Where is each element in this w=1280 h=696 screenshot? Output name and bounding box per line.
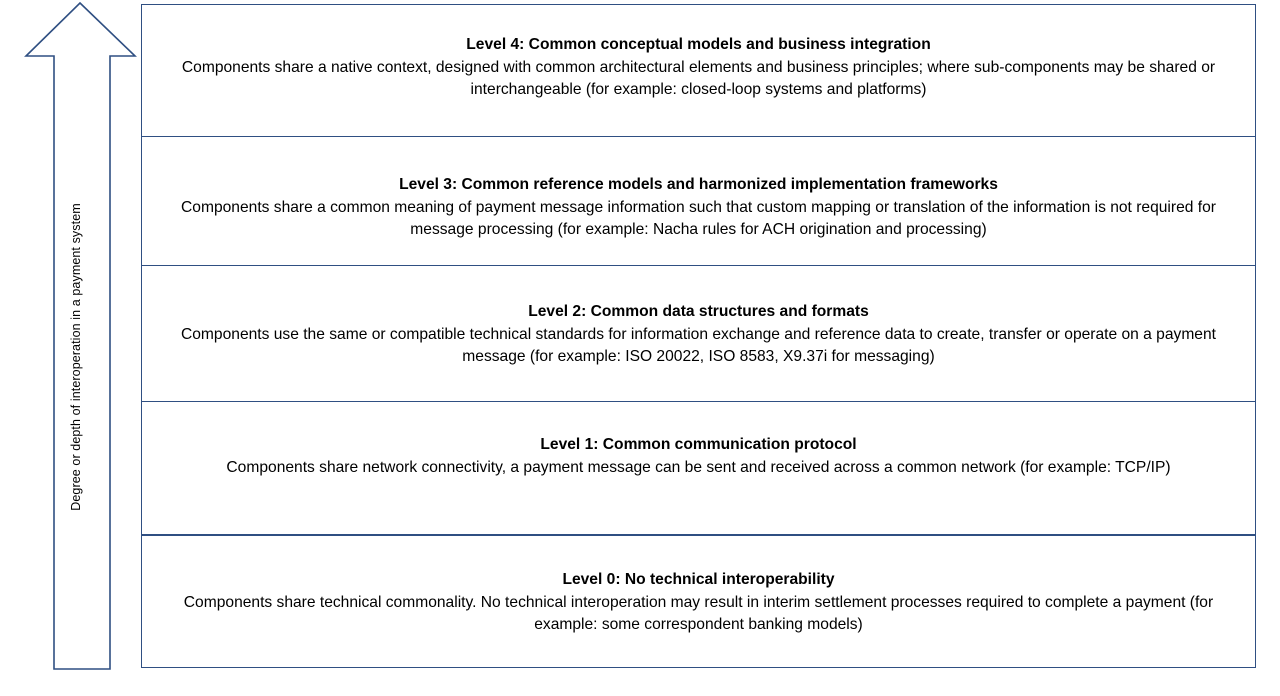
level-1-description: Components share network connectivity, a… [226,458,1171,476]
level-4-title: Level 4: Common conceptual models and bu… [466,36,931,53]
level-2-row: Level 2: Common data structures and form… [142,265,1255,401]
level-0-description: Components share technical commonality. … [183,593,1214,634]
degree-axis-label: Degree or depth of interoperation in a p… [69,203,83,511]
degree-axis-arrow-group: Degree or depth of interoperation in a p… [0,0,140,696]
level-4-description: Components share a native context, desig… [181,58,1216,99]
level-3-description: Components share a common meaning of pay… [181,198,1216,239]
level-3-title: Level 3: Common reference models and har… [399,176,998,193]
level-0-row: Level 0: No technical interoperability C… [142,534,1255,667]
level-3-row: Level 3: Common reference models and har… [142,136,1255,265]
level-2-description: Components use the same or compatible te… [181,325,1216,366]
level-4-row: Level 4: Common conceptual models and bu… [142,5,1255,136]
level-2-title: Level 2: Common data structures and form… [528,303,869,320]
level-1-row: Level 1: Common communication protocol C… [142,401,1255,534]
level-1-title: Level 1: Common communication protocol [540,436,857,453]
interoperability-levels-stack: Level 4: Common conceptual models and bu… [141,4,1256,668]
level-0-title: Level 0: No technical interoperability [562,571,835,588]
up-arrow-icon [24,1,137,670]
